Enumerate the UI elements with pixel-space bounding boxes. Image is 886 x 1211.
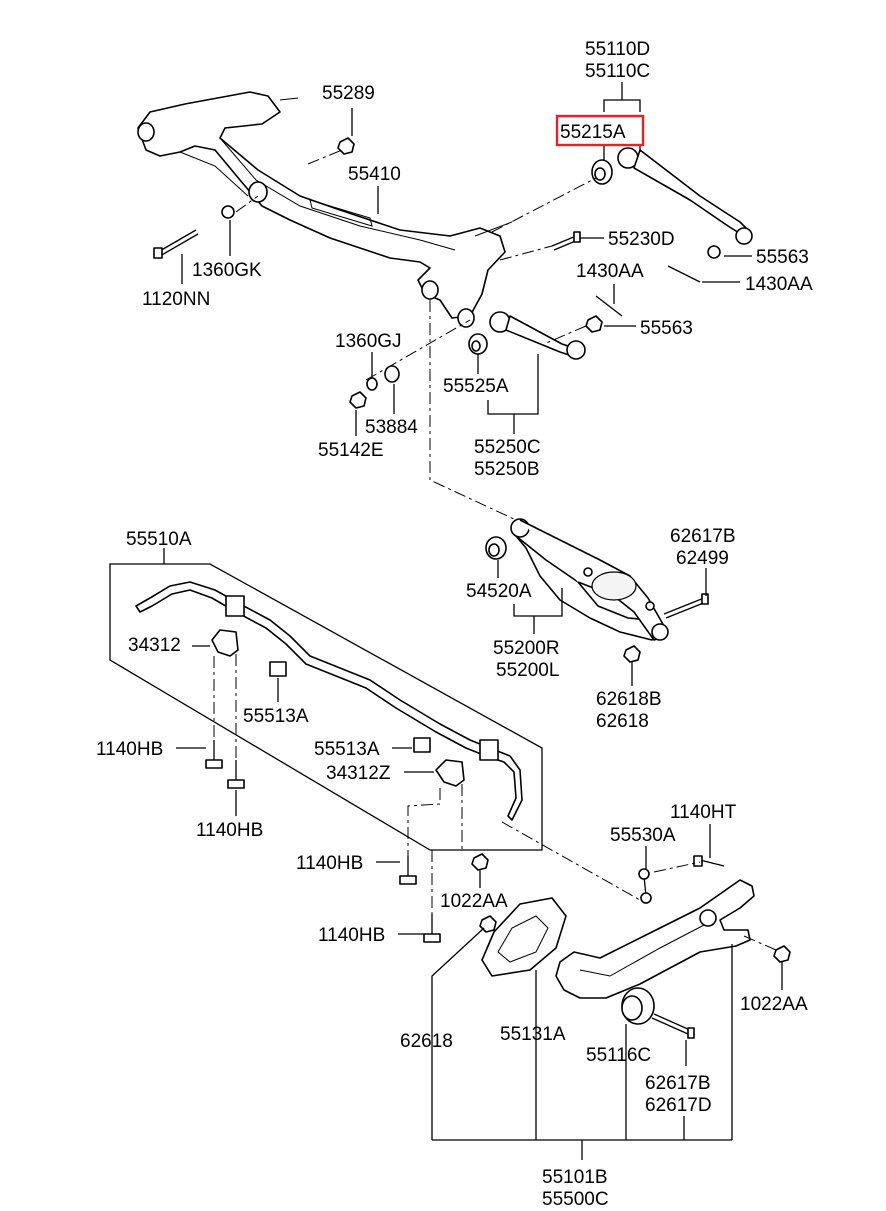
label-1360GJ[interactable]: 1360GJ <box>335 331 402 352</box>
label-1140HB-a[interactable]: 1140HB <box>96 739 163 760</box>
bushing-55513A-a[interactable] <box>269 661 287 677</box>
stabilizer-bar-55510A[interactable] <box>135 581 523 821</box>
label-62618-b[interactable]: 62618 <box>400 1031 453 1052</box>
nut-55289[interactable] <box>337 137 355 155</box>
label-1140HB-b[interactable]: 1140HB <box>196 820 263 841</box>
label-55230D[interactable]: 55230D <box>608 229 675 250</box>
label-55510A[interactable]: 55510A <box>126 529 192 550</box>
label-55250B[interactable]: 55250B <box>474 459 540 480</box>
label-1140HB-c[interactable]: 1140HB <box>296 853 363 874</box>
label-55513A-b[interactable]: 55513A <box>314 739 380 760</box>
label-62618-a[interactable]: 62618 <box>596 711 649 732</box>
leader-lines <box>109 82 783 1160</box>
label-55410[interactable]: 55410 <box>348 164 401 185</box>
label-55215A[interactable]: 55215A <box>560 122 626 143</box>
bracket-34312Z[interactable] <box>435 759 465 787</box>
label-55563-b[interactable]: 55563 <box>640 318 693 339</box>
label-62618B[interactable]: 62618B <box>596 689 662 710</box>
link-55250[interactable] <box>489 311 586 360</box>
label-55116C[interactable]: 55116C <box>586 1045 651 1066</box>
label-55110C[interactable]: 55110C <box>585 61 650 82</box>
label-55110D[interactable]: 55110D <box>585 39 650 60</box>
label-1022AA-b[interactable]: 1022AA <box>740 994 808 1015</box>
bolt-1140HB-a[interactable] <box>205 740 223 769</box>
label-55525A[interactable]: 55525A <box>443 376 509 397</box>
bolt-1120NN[interactable] <box>153 229 199 259</box>
label-1140HT[interactable]: 1140HT <box>670 802 737 823</box>
nut-55563[interactable] <box>585 315 603 333</box>
nut-1022AA-a[interactable] <box>471 853 489 871</box>
label-62499[interactable]: 62499 <box>676 548 729 569</box>
bushing-bar-b[interactable] <box>479 739 499 761</box>
label-1120NN[interactable]: 1120NN <box>142 289 210 310</box>
washer-53884[interactable] <box>384 365 400 383</box>
bushing-55525A[interactable] <box>468 333 488 355</box>
label-62617D[interactable]: 62617D <box>645 1095 712 1116</box>
nut-62618B[interactable] <box>623 645 641 663</box>
bushing-bar-a[interactable] <box>225 595 245 617</box>
label-55530A[interactable]: 55530A <box>610 825 676 846</box>
label-62617B-b[interactable]: 62617B <box>645 1073 711 1094</box>
label-1022AA-a[interactable]: 1022AA <box>440 891 508 912</box>
assembly-lines <box>213 149 777 951</box>
label-55513A-a[interactable]: 55513A <box>243 706 309 727</box>
label-34312Z[interactable]: 34312Z <box>326 763 391 784</box>
bushing-55215A[interactable] <box>591 159 613 185</box>
label-1140HB-d[interactable]: 1140HB <box>318 925 385 946</box>
label-1430AA-b[interactable]: 1430AA <box>745 274 813 295</box>
label-55500C[interactable]: 55500C <box>542 1189 609 1210</box>
subframe-55410[interactable] <box>137 91 513 328</box>
label-55563-a[interactable]: 55563 <box>756 247 809 268</box>
bolt-1140HB-b[interactable] <box>227 760 245 789</box>
label-55250C[interactable]: 55250C <box>474 437 541 458</box>
label-55131A[interactable]: 55131A <box>500 1024 566 1045</box>
label-62617B-a[interactable]: 62617B <box>670 526 736 547</box>
nut-55142E[interactable] <box>349 391 367 409</box>
washer-1360GJ[interactable] <box>366 377 378 391</box>
label-55200R[interactable]: 55200R <box>493 638 560 659</box>
label-55101B[interactable]: 55101B <box>542 1167 608 1188</box>
bushing-55116C[interactable] <box>621 987 655 1025</box>
label-1430AA-a[interactable]: 1430AA <box>576 261 644 282</box>
bushing-54520A[interactable] <box>485 536 507 560</box>
label-54520A[interactable]: 54520A <box>466 581 532 602</box>
bolt-55230D[interactable] <box>551 231 581 251</box>
label-55200L[interactable]: 55200L <box>496 660 559 681</box>
bolt-62617D[interactable] <box>651 1013 695 1039</box>
washer-1360GK[interactable] <box>221 205 235 219</box>
pin-1430AA-a[interactable] <box>667 265 701 283</box>
label-55289[interactable]: 55289 <box>322 83 375 104</box>
part-labels: 55110D 55110C 55215A 55289 55410 55230D … <box>96 39 813 1210</box>
nut-1022AA-b[interactable] <box>773 945 791 963</box>
label-34312[interactable]: 34312 <box>128 635 181 656</box>
bolt-1140HB-d[interactable] <box>423 914 441 943</box>
bolt-1140HT[interactable] <box>693 855 725 867</box>
upper-arm-55110[interactable] <box>617 147 753 259</box>
bolt-62499[interactable] <box>663 593 709 619</box>
label-53884[interactable]: 53884 <box>365 417 418 438</box>
bushing-55513A-b[interactable] <box>413 737 431 753</box>
pin-1430AA-b[interactable] <box>595 295 623 317</box>
label-55142E[interactable]: 55142E <box>318 440 384 461</box>
bolt-1140HB-c[interactable] <box>399 856 417 885</box>
bracket-55131A[interactable] <box>481 897 567 977</box>
bracket-34312[interactable] <box>211 629 239 657</box>
lower-arm-55200[interactable] <box>510 518 669 641</box>
label-1360GK[interactable]: 1360GK <box>192 260 262 281</box>
highlight-box-55215A <box>555 114 645 147</box>
trailing-arm-55101B[interactable] <box>555 879 755 999</box>
link-55530A[interactable] <box>638 868 652 904</box>
